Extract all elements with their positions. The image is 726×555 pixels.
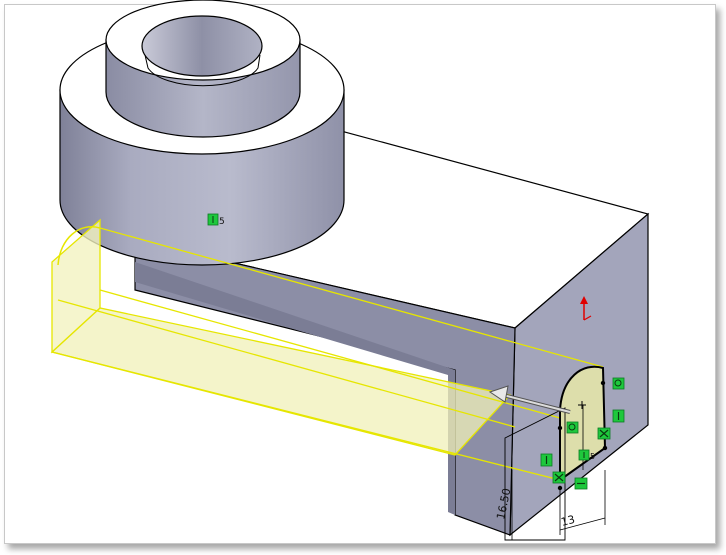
block-front-step: [135, 262, 455, 515]
hole-inner-wall: [144, 54, 261, 87]
extrude-preview-edge-4: [51, 351, 561, 481]
relation-horizontal-bottom[interactable]: [574, 477, 588, 490]
hole-rim[interactable]: [141, 15, 263, 77]
sketch-origin-plus-icon: [578, 401, 586, 409]
extrude-preview-edge-3: [57, 299, 516, 428]
relation-marker-top-label: 5: [219, 217, 225, 227]
vertical-dimension[interactable]: 16.50: [494, 470, 513, 540]
vertical-dimension-value: 16.50: [494, 487, 513, 521]
sketch-plane: [504, 407, 566, 541]
extrude-preview-face-side: [51, 218, 101, 354]
horizontal-dimension[interactable]: 13: [560, 470, 606, 535]
relation-marker-mid[interactable]: 5: [578, 449, 595, 461]
relation-tangent-left[interactable]: [566, 421, 579, 434]
extrude-preview-arch: [57, 226, 101, 266]
relation-coincident-left[interactable]: [552, 471, 566, 484]
relation-marker-mid-label: 5: [590, 452, 595, 461]
relation-tangent-top[interactable]: [612, 377, 625, 390]
sketch-endpoints: [557, 380, 608, 491]
relation-vertical-left[interactable]: [540, 453, 553, 467]
extrude-preview-edge-1: [99, 227, 604, 368]
relation-marker-top[interactable]: 5: [207, 213, 225, 227]
relation-coincident-right[interactable]: [597, 427, 611, 440]
reference-triad-icon: [580, 296, 592, 321]
extrude-direction-arrow-icon[interactable]: [488, 385, 571, 414]
extrude-preview-edge-2: [99, 289, 561, 419]
relation-vertical-right[interactable]: [612, 409, 625, 423]
horizontal-dimension-value: 13: [560, 513, 577, 529]
